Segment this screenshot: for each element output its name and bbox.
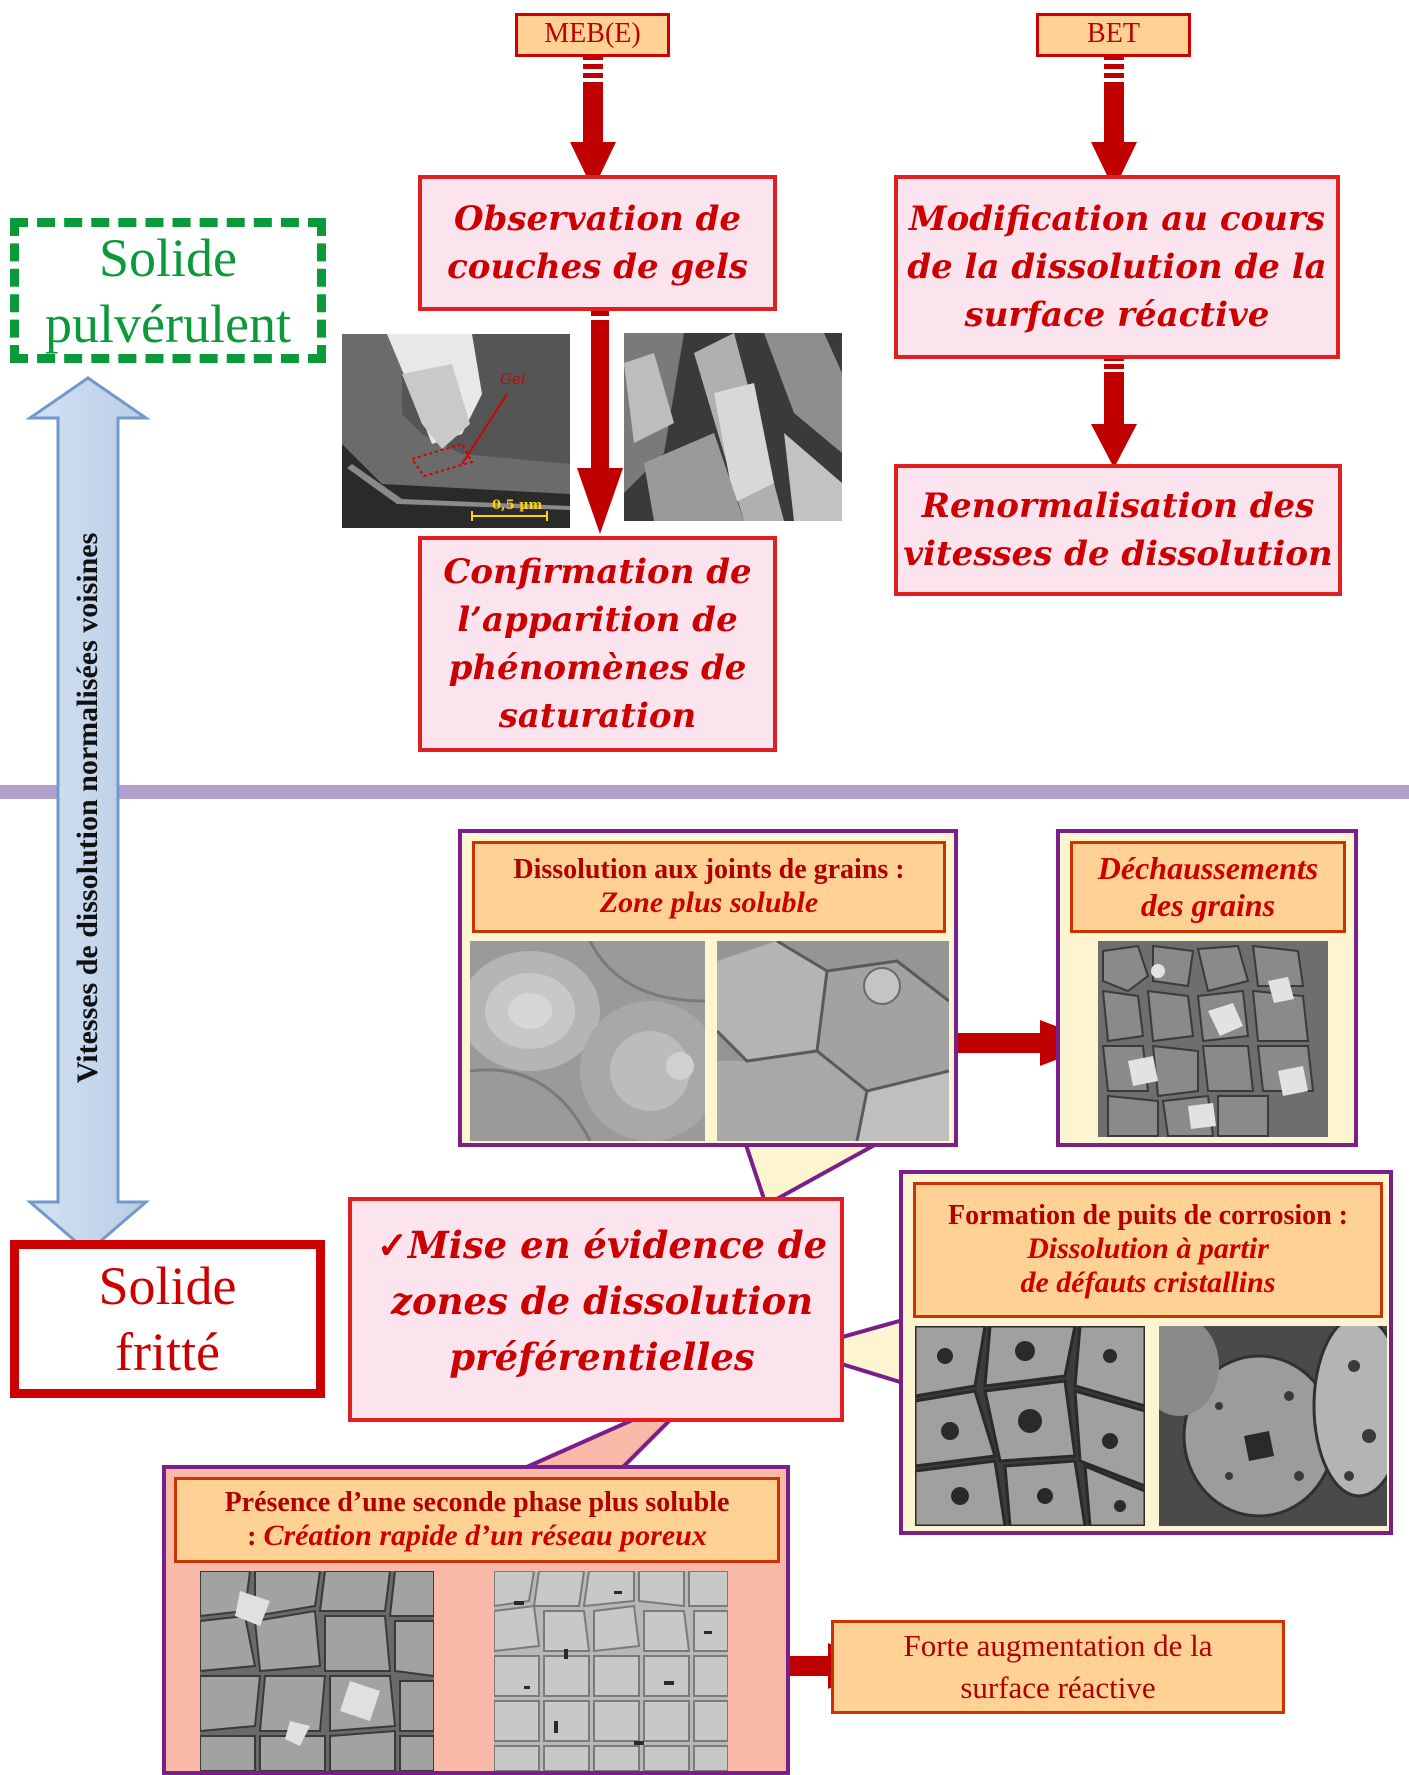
meb-tag: MEB(E): [515, 13, 670, 57]
second-phase-title: Présence d’une seconde phase plus solubl…: [224, 1487, 730, 1518]
renormalisation-line: vitesses de dissolution: [903, 534, 1333, 574]
arrow-renorm-down-icon: [1091, 348, 1137, 468]
renormalisation-line: Renormalisation des: [921, 486, 1315, 526]
confirmation-line: saturation: [498, 696, 697, 736]
section-divider: [0, 785, 1409, 799]
preferential-zones-line: ✓Mise en évidence de: [372, 1217, 832, 1273]
gel-label: Gel: [500, 370, 526, 388]
sem-grain-image-2: [717, 941, 949, 1141]
confirmation-line: phénomènes de: [448, 648, 747, 688]
scale-label: 0,5 µm: [492, 498, 543, 513]
second-phase-prefix: :: [247, 1521, 264, 1552]
result-line: surface réactive: [960, 1670, 1156, 1705]
sem-phase-image-2: [494, 1571, 728, 1771]
callout-pointer-top: [742, 1140, 881, 1208]
arrow-gel-down-icon: [577, 290, 623, 534]
confirmation-line: Confirmation de: [443, 552, 752, 592]
axis-label: Vitesses de dissolution normalisées vois…: [71, 532, 104, 1084]
grain-boundary-header: Dissolution aux joints de grains : Zone …: [472, 841, 946, 933]
sintered-line: Solide: [98, 1256, 237, 1316]
modification-line: Modification au cours: [908, 199, 1326, 239]
corrosion-panel: Formation de puits de corrosion : Dissol…: [899, 1170, 1393, 1535]
second-phase-panel: Présence d’une seconde phase plus solubl…: [162, 1465, 790, 1775]
renormalisation-box: Renormalisation des vitesses de dissolut…: [894, 464, 1342, 596]
result-line: Forte augmentation de la: [903, 1628, 1213, 1663]
confirmation-box: Confirmation de l’apparition de phénomèn…: [418, 536, 777, 752]
dechaussement-title: Déchaussements: [1097, 850, 1319, 886]
sem-phase-image-1: [200, 1571, 434, 1771]
second-phase-subtitle: Création rapide d’un réseau poreux: [263, 1519, 707, 1552]
powder-solid-box: Solide pulvérulent: [10, 218, 326, 363]
dechaussement-subtitle: des grains: [1140, 887, 1276, 923]
sem-corrosion-image-1: [915, 1326, 1145, 1526]
arrow-bet-down-icon: [1091, 55, 1137, 190]
corrosion-title: Formation de puits de corrosion :: [947, 1200, 1349, 1231]
sem-gel-image: Gel 0,5 µm: [342, 334, 570, 528]
grain-boundary-panel: Dissolution aux joints de grains : Zone …: [458, 829, 958, 1147]
corrosion-subtitle-2: de défauts cristallins: [1020, 1266, 1276, 1299]
corrosion-header: Formation de puits de corrosion : Dissol…: [913, 1182, 1383, 1318]
preferential-zones-line: préférentielles: [449, 1335, 755, 1379]
sem-dechaussement-image: [1098, 941, 1328, 1137]
bet-tag: BET: [1036, 13, 1191, 57]
grain-boundary-title: Dissolution aux joints de grains :: [513, 854, 905, 885]
dechaussement-header: Déchaussements des grains: [1070, 841, 1346, 933]
preferential-zones-line-text: Mise en évidence de: [407, 1223, 828, 1267]
grain-boundary-subtitle: Zone plus soluble: [599, 886, 819, 919]
powder-line: Solide: [98, 227, 237, 288]
arrow-meb-down-icon: [570, 55, 616, 190]
observation-line: Observation de: [453, 199, 742, 239]
powder-line: pulvérulent: [45, 293, 291, 354]
second-phase-header: Présence d’une seconde phase plus solubl…: [174, 1477, 780, 1563]
result-box: Forte augmentation de la surface réactiv…: [831, 1620, 1285, 1714]
sem-corrosion-image-2: [1159, 1326, 1387, 1526]
sem-grain-image-1: [470, 941, 705, 1141]
dechaussement-panel: Déchaussements des grains: [1056, 829, 1358, 1147]
confirmation-line: l’apparition de: [457, 600, 738, 640]
preferential-zones-text: ✓Mise en évidence de zones de dissolutio…: [372, 1217, 832, 1385]
modification-line: de la dissolution de la: [907, 247, 1327, 287]
observation-box: Observation de couches de gels: [418, 175, 777, 311]
preferential-zones-line: zones de dissolution: [390, 1279, 814, 1323]
sintered-solid-box: Solide fritté: [10, 1240, 325, 1398]
modification-box: Modification au cours de la dissolution …: [894, 175, 1340, 359]
observation-line: couches de gels: [447, 247, 748, 287]
preferential-zones-callout: ✓Mise en évidence de zones de dissolutio…: [348, 1197, 844, 1422]
sem-needles-image: [624, 333, 842, 521]
checkmark-icon: ✓: [376, 1223, 408, 1267]
modification-line: surface réactive: [964, 295, 1270, 335]
sintered-line: fritté: [115, 1322, 220, 1382]
corrosion-subtitle: Dissolution à partir: [1027, 1232, 1269, 1265]
